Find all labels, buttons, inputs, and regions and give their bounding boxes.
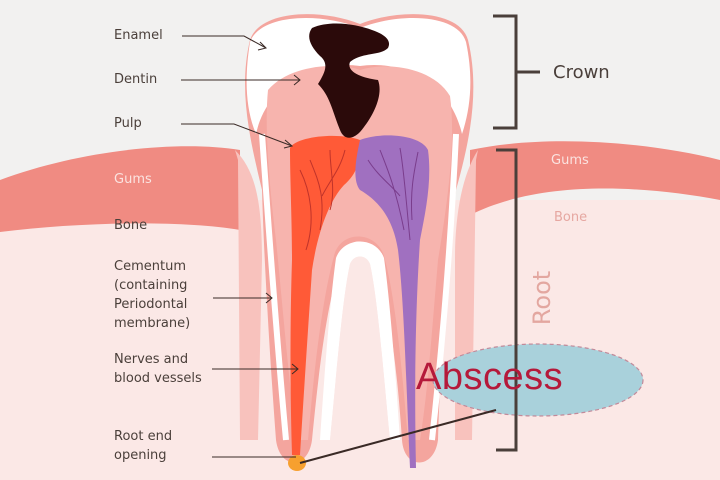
label-abscess: Abscess: [416, 356, 564, 398]
label-gums-left: Gums: [114, 172, 152, 187]
root-gap: [320, 241, 400, 440]
abscess-pointer: [299, 409, 497, 464]
gum-inner-left: [235, 150, 262, 440]
pulp-chamber: [290, 135, 361, 455]
cementum-edge: [259, 133, 459, 441]
tooth-decay: [309, 23, 390, 138]
label-enamel: Enamel: [114, 28, 163, 43]
label-arrows: [181, 35, 300, 458]
crown-bracket: [493, 14, 540, 130]
label-bone-left: Bone: [114, 218, 148, 233]
nerve-lines: [299, 149, 346, 251]
label-root: Root: [528, 270, 556, 326]
label-crown: Crown: [553, 62, 610, 83]
vessel-lines: [367, 147, 419, 241]
label-nerves: Nerves and blood vessels: [114, 352, 202, 386]
enamel: [246, 17, 471, 134]
label-gums-right: Gums: [551, 153, 589, 168]
label-dentin: Dentin: [114, 72, 158, 87]
pulp-purple: [355, 135, 430, 468]
root-end-opening-dot: [288, 455, 306, 471]
label-pulp: Pulp: [114, 116, 142, 131]
gums-band-right: [470, 141, 720, 215]
root-bracket: [496, 148, 518, 452]
label-root-end: Root end opening: [114, 429, 173, 463]
abscess-area: [432, 343, 644, 417]
label-cementum: Cementum (containing Periodontal membran…: [114, 259, 191, 331]
root-gap-inner: [330, 256, 390, 440]
arrow-heads: [257, 41, 301, 375]
gums-band: [0, 146, 240, 232]
label-bone-right: Bone: [554, 210, 588, 225]
